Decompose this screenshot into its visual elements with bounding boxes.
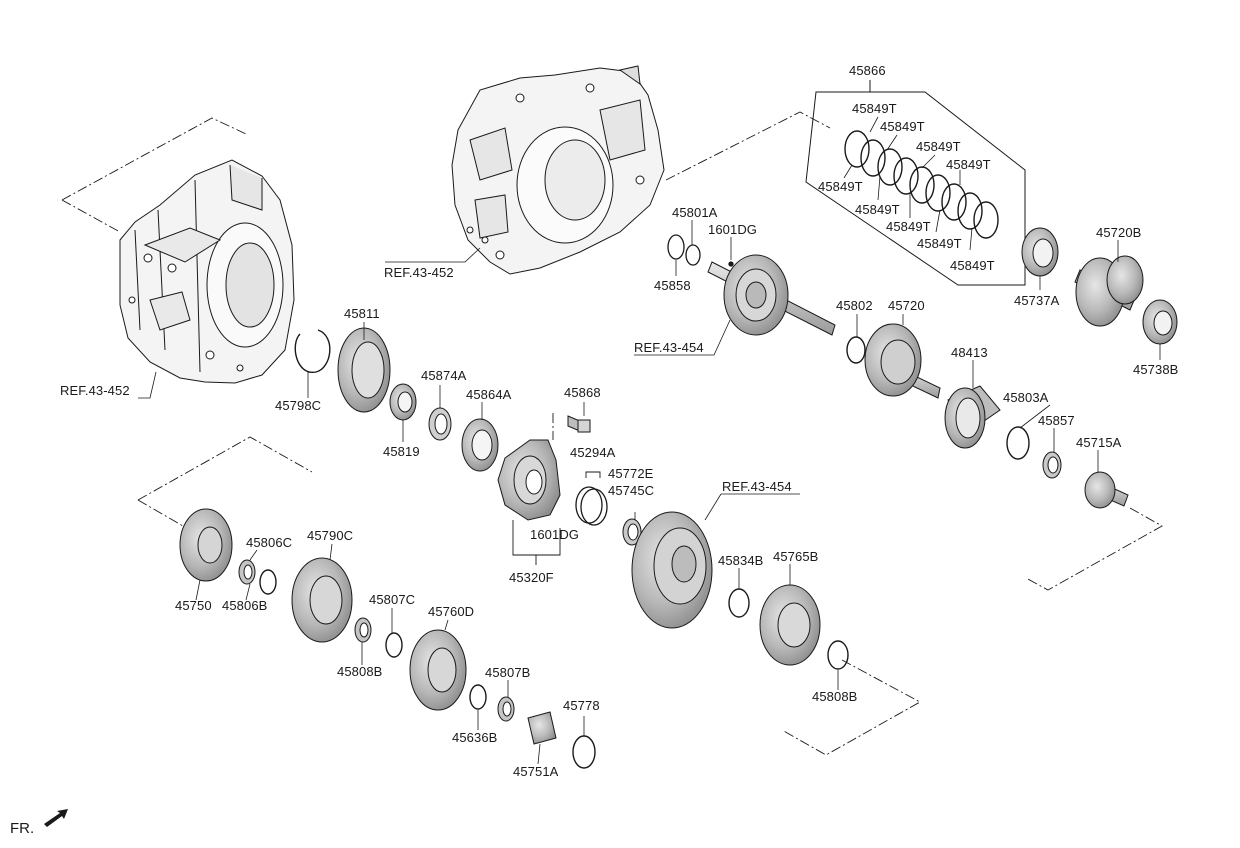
sleeve-48413: [944, 385, 1001, 449]
pinion-45715a: [1084, 471, 1129, 509]
label-45772e: 45772E: [608, 466, 654, 481]
gear-45720: [864, 323, 941, 399]
label-45874a: 45874A: [421, 368, 467, 383]
bearing-45864a: [461, 418, 499, 472]
reference-lines: [61, 111, 1163, 756]
ring-45808b-right: [827, 640, 849, 670]
ref-label-final-gear[interactable]: REF.43-454: [722, 479, 792, 494]
label-45808b: 45808B: [337, 664, 383, 679]
label-45636b: 45636B: [452, 730, 498, 745]
ref-label-top-housing[interactable]: REF.43-452: [384, 265, 454, 280]
label-45849t: 45849T: [852, 101, 897, 116]
gear-45751a: [527, 711, 557, 745]
final-drive-gear: [631, 511, 713, 629]
snap-ring-45798c: [294, 329, 331, 373]
ring-45803a: [1006, 426, 1030, 460]
label-45720b: 45720B: [1096, 225, 1142, 240]
ref-label-left-housing[interactable]: REF.43-452: [60, 383, 130, 398]
label-45750: 45750: [175, 598, 212, 613]
label-45857: 45857: [1038, 413, 1075, 428]
ring-45834b: [728, 588, 750, 618]
rings-45806: [238, 559, 277, 595]
label-45849t: 45849T: [916, 139, 961, 154]
small-washers-top: [667, 234, 734, 267]
rings-45636b-45807b: [469, 684, 515, 722]
label-45819: 45819: [383, 444, 420, 459]
gear-45720b: [1074, 255, 1144, 327]
label-45765b: 45765B: [773, 549, 819, 564]
label-45801a: 45801A: [672, 205, 718, 220]
group-bracket-45320f: [512, 471, 601, 565]
label-45858: 45858: [654, 278, 691, 293]
bolt-45868: [567, 415, 591, 433]
front-direction-label: FR.: [10, 820, 35, 837]
label-45849t: 45849T: [818, 179, 863, 194]
label-45745c: 45745C: [608, 483, 655, 498]
label-45806b: 45806B: [222, 598, 268, 613]
bearing-45819: [389, 383, 417, 421]
gear-45750: [179, 508, 233, 582]
ring-leaders: [843, 116, 973, 251]
label-45864a: 45864A: [466, 387, 512, 402]
label-45808b: 45808B: [812, 689, 858, 704]
label-45806c: 45806C: [246, 535, 293, 550]
label-45720: 45720: [888, 298, 925, 313]
diff-case-45320f: [497, 439, 561, 521]
gear-45765b: [759, 584, 821, 666]
label-1601dg: 1601DG: [530, 527, 580, 542]
label-45849t: 45849T: [950, 258, 995, 273]
label-45866: 45866: [849, 63, 886, 78]
label-45849t: 45849T: [946, 157, 991, 172]
ring-45874a: [428, 407, 452, 441]
label-45738b: 45738B: [1133, 362, 1179, 377]
ring-45857: [1042, 451, 1062, 479]
gear-45760d: [409, 629, 467, 711]
ring-45745c: [622, 518, 642, 546]
ring-45294a: [575, 486, 608, 526]
label-45778: 45778: [563, 698, 600, 713]
label-45737a: 45737A: [1014, 293, 1060, 308]
label-45803a: 45803A: [1003, 390, 1049, 405]
bearing-45737a: [1021, 227, 1059, 277]
label-45807b: 45807B: [485, 665, 531, 680]
washer-45802: [846, 336, 866, 364]
label-45849t: 45849T: [886, 219, 931, 234]
label-45751a: 45751A: [513, 764, 559, 779]
label-45802: 45802: [836, 298, 873, 313]
ref-label-shaft[interactable]: REF.43-454: [634, 340, 704, 355]
ring-set-45849t: [844, 130, 999, 239]
label-45320f: 45320F: [509, 570, 554, 585]
left-transmission-housing: [119, 159, 295, 384]
top-transmission-housing: [451, 65, 665, 275]
label-45760d: 45760D: [428, 604, 475, 619]
label-45834b: 45834B: [718, 553, 764, 568]
label-45849t: 45849T: [917, 236, 962, 251]
label-48413: 48413: [951, 345, 988, 360]
label-45807c: 45807C: [369, 592, 416, 607]
label-45868: 45868: [564, 385, 601, 400]
front-direction-arrow-icon: [44, 809, 68, 827]
label-45790c: 45790C: [307, 528, 354, 543]
label-45849t: 45849T: [880, 119, 925, 134]
label-1601dg: 1601DG: [708, 222, 758, 237]
leader-lines: [138, 80, 1161, 765]
gear-45790c: [291, 557, 353, 643]
label-45294a: 45294A: [570, 445, 616, 460]
input-shaft: [707, 254, 836, 336]
label-45798c: 45798C: [275, 398, 322, 413]
label-45811: 45811: [344, 306, 380, 321]
label-45715a: 45715A: [1076, 435, 1122, 450]
gear-45811: [337, 327, 391, 413]
bearing-45738b: [1142, 299, 1178, 345]
ring-45778: [572, 735, 596, 769]
label-45849t: 45849T: [855, 202, 900, 217]
rings-45807c-45808b: [354, 617, 403, 658]
